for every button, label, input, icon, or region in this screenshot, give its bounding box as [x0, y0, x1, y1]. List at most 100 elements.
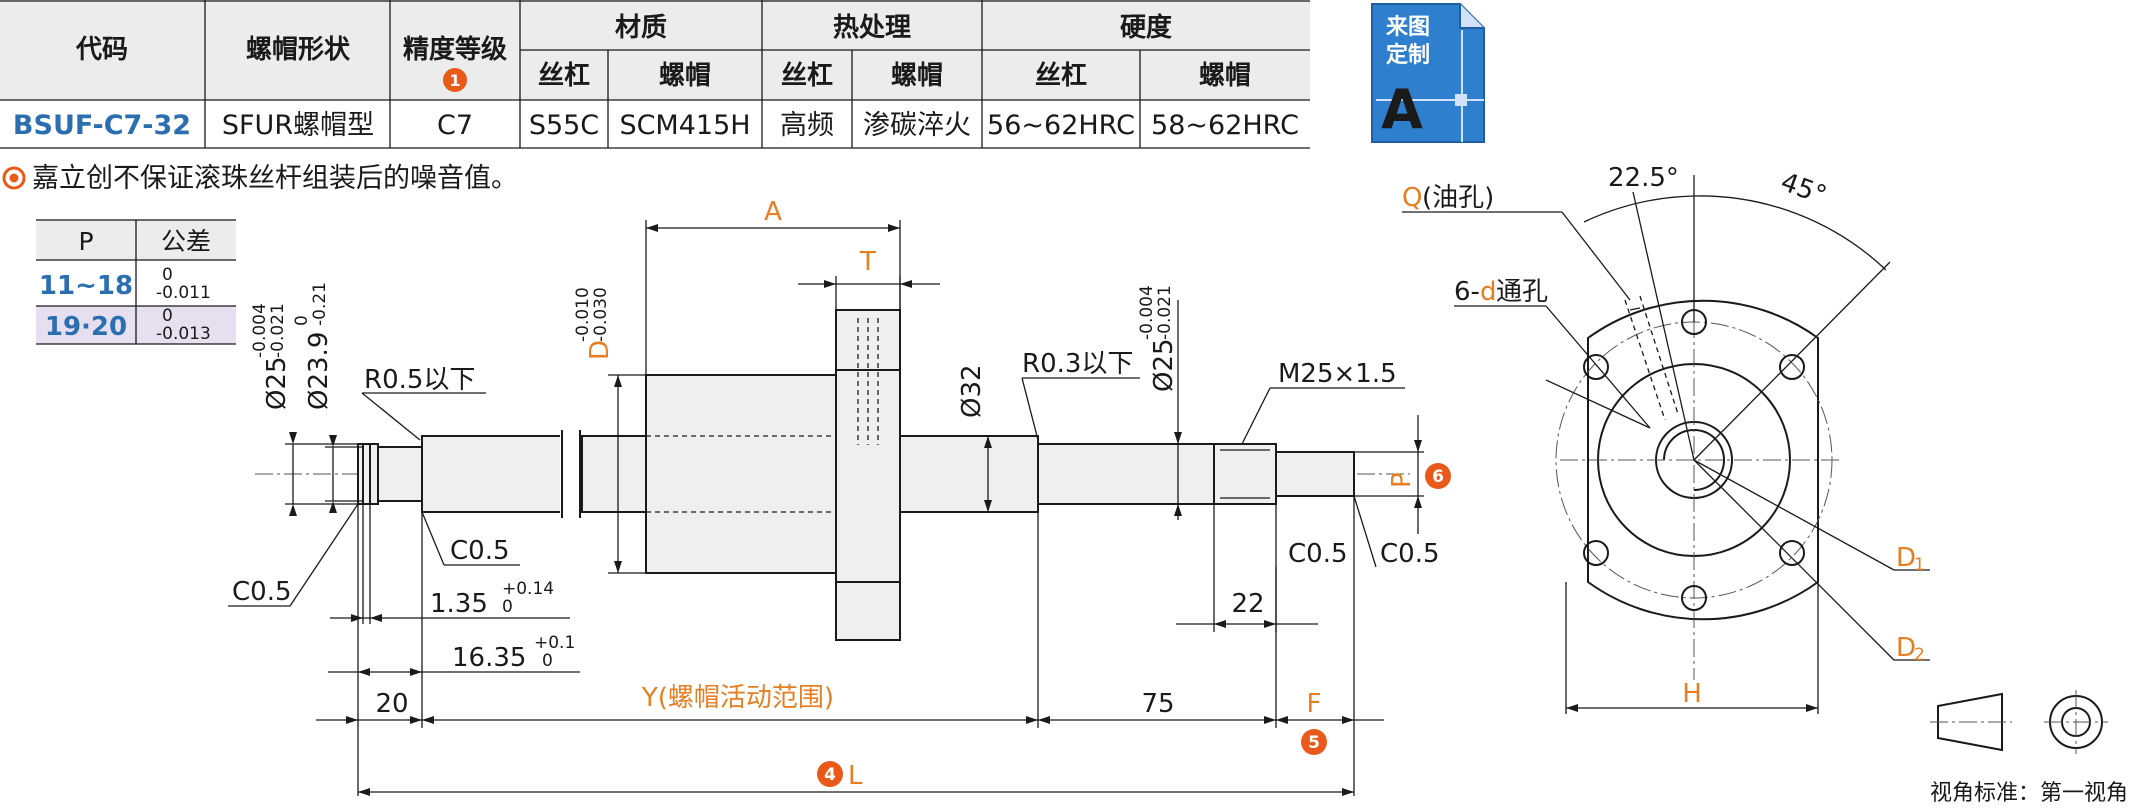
dim-d25-left: Ø25	[262, 356, 292, 410]
label-Q-oil-hole: (油孔)	[1422, 183, 1494, 213]
dim-P: P	[1387, 472, 1417, 488]
dim-d25-left-lower: -0.021	[268, 303, 288, 358]
cell-hardness-screw: 56~62HRC	[987, 110, 1135, 141]
dim-D-lower: -0.030	[591, 287, 611, 342]
label-D1-sub: 1	[1914, 555, 1925, 575]
label-holes-suffix: 通孔	[1496, 277, 1548, 307]
dim-d239: Ø23.9	[304, 332, 334, 410]
first-angle-projection-icon	[1930, 690, 2108, 754]
dim-c05-left: C0.5	[232, 577, 292, 607]
label-D1: D	[1896, 543, 1916, 573]
cell-accuracy: C7	[437, 110, 473, 141]
label-Q: Q	[1402, 183, 1422, 213]
dim-1-35-upper: +0.14	[502, 579, 554, 599]
dim-c05-right1: C0.5	[1288, 539, 1348, 569]
dim-75: 75	[1141, 689, 1174, 719]
cell-heat-screw: 高频	[780, 110, 834, 141]
dim-d239-upper: 0	[292, 315, 312, 326]
header-heat-nut: 螺帽	[891, 61, 943, 91]
badge-5	[1301, 729, 1327, 755]
custom-badge-letter: A	[1381, 78, 1423, 141]
dim-16-35-lower: 0	[542, 651, 553, 671]
dim-d25-left-upper: -0.004	[250, 303, 270, 358]
dim-d25-right: Ø25	[1149, 338, 1179, 392]
tol-row2-lower: -0.013	[156, 324, 211, 344]
header-hardness: 硬度	[1120, 12, 1172, 43]
dim-r05: R0.5以下	[364, 365, 475, 395]
dim-T: T	[859, 247, 876, 277]
tol-header-tol: 公差	[161, 227, 211, 256]
cell-code: BSUF-C7-32	[13, 110, 191, 141]
label-D2-sub: 2	[1914, 645, 1925, 665]
dim-D-upper: -0.010	[573, 287, 593, 342]
tol-row1-upper: 0	[162, 265, 173, 285]
badge-5-number: 5	[1308, 733, 1320, 753]
dim-D: D	[585, 340, 615, 360]
dim-d239-lower: -0.21	[310, 282, 330, 326]
dim-c05-right2: C0.5	[1380, 539, 1440, 569]
tol-row2-upper: 0	[162, 306, 173, 326]
dim-1-35: 1.35	[430, 589, 488, 619]
angle-22-5: 22.5°	[1608, 163, 1679, 193]
label-holes-prefix: 6-	[1454, 277, 1480, 307]
spec-table: 代码 螺帽形状 精度等级 1 材质 热处理 硬度 丝杠 螺帽 丝杠 螺帽 丝杠 …	[0, 0, 1310, 149]
header-heat-treatment: 热处理	[833, 13, 911, 43]
custom-badge-line1: 来图	[1385, 15, 1430, 40]
badge-4	[817, 761, 843, 787]
view-standard-label: 视角标准：第一视角	[1930, 781, 2128, 806]
dim-c05-mid: C0.5	[450, 536, 510, 566]
tol-row2-p: 19·20	[45, 312, 127, 342]
header-nut-shape: 螺帽形状	[246, 35, 351, 65]
nut-flange	[835, 309, 901, 641]
dim-m25: M25×1.5	[1278, 359, 1397, 389]
label-holes-d: d	[1480, 277, 1497, 307]
note-bullet-icon	[2, 166, 26, 190]
cell-hardness-nut: 58~62HRC	[1151, 110, 1299, 141]
cell-material-screw: S55C	[529, 110, 599, 141]
badge-4-number: 4	[824, 765, 836, 785]
header-heat-screw: 丝杠	[781, 61, 833, 91]
dim-d32: Ø32	[957, 364, 987, 418]
dim-d25-right-lower: -0.021	[1155, 285, 1175, 340]
header-hardness-screw: 丝杠	[1035, 61, 1087, 91]
dim-r03: R0.3以下	[1022, 349, 1133, 379]
dim-F: F	[1307, 689, 1322, 719]
badge-6	[1425, 463, 1451, 489]
tol-row1-p: 11~18	[39, 271, 133, 301]
custom-drawing-badge[interactable]: 来图 定制 A	[1371, 3, 1485, 143]
accuracy-badge	[443, 68, 467, 92]
header-material-nut: 螺帽	[659, 61, 711, 91]
badge-6-number: 6	[1432, 467, 1444, 487]
dim-20: 20	[375, 689, 408, 719]
noise-note: 嘉立创不保证滚珠丝杆组装后的噪音值。	[2, 163, 518, 194]
dim-1-35-lower: 0	[502, 597, 513, 617]
header-material-screw: 丝杠	[538, 61, 590, 91]
label-H: H	[1682, 679, 1702, 709]
flange-side-view: 22.5° 45° Q (油孔) 6- d 通孔 D 1 D 2 H	[1402, 163, 1930, 714]
angle-45: 45°	[1777, 167, 1831, 211]
note-text: 嘉立创不保证滚珠丝杆组装后的噪音值。	[32, 163, 518, 194]
dim-22: 22	[1231, 589, 1264, 619]
nut-body	[645, 374, 837, 574]
tol-row1-lower: -0.011	[156, 283, 211, 303]
header-material: 材质	[615, 13, 667, 43]
dim-L: L	[848, 761, 863, 791]
dim-16-35: 16.35	[452, 643, 526, 673]
dim-A: A	[764, 197, 782, 227]
cell-heat-nut: 渗碳淬火	[863, 110, 971, 141]
ball-screw-front-view	[255, 309, 1410, 641]
cell-material-nut: SCM415H	[619, 110, 750, 141]
header-code: 代码	[75, 35, 128, 65]
dim-16-35-upper: +0.1	[534, 633, 575, 653]
accuracy-badge-number: 1	[449, 71, 460, 90]
front-view-dimensions: A T D -0.010 -0.030 Ø25 -0.004 -0.021	[228, 197, 1451, 796]
thread-section	[1213, 443, 1277, 505]
dim-d25-right-upper: -0.004	[1137, 285, 1157, 340]
custom-badge-line2: 定制	[1386, 42, 1430, 68]
cell-nut-shape: SFUR螺帽型	[222, 110, 374, 141]
header-accuracy: 精度等级	[403, 34, 507, 65]
tolerance-table: P 公差 11~18 0 -0.011 19·20 0 -0.013	[36, 219, 236, 345]
tol-header-p: P	[78, 227, 93, 256]
dim-Y: Y(螺帽活动范围)	[641, 683, 834, 713]
